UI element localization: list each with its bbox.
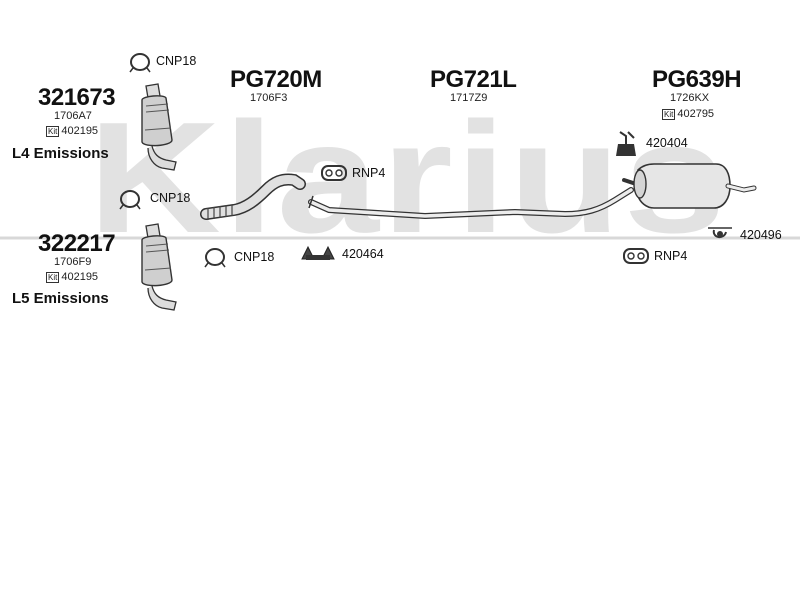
mid-pipe-icon [308, 187, 634, 220]
cat-l5-emission-label: L5 Emissions [12, 290, 109, 307]
mid-pipe-subcode: 1717Z9 [450, 92, 488, 104]
cat-l4-subcode: 1706A7 [54, 110, 92, 122]
cat-l4-kit: Kit 402195 [46, 125, 98, 137]
cat-l5-kit-number: 402195 [61, 271, 99, 283]
rear-box-kit: Kit 402795 [662, 108, 714, 120]
rubber-ring-icon [321, 165, 347, 181]
ring-right-label: RNP4 [654, 249, 688, 263]
front-pipe-subcode: 1706F3 [250, 92, 288, 104]
hanger-tail-label: 420496 [740, 228, 782, 242]
kit-icon: Kit [662, 108, 676, 120]
hanger-icon [708, 227, 732, 238]
rear-box-code: PG639H [652, 66, 742, 93]
rear-box-kit-number: 402795 [677, 108, 715, 120]
mount-rear-label: 420404 [646, 136, 688, 150]
cat-l5-code: 322217 [38, 230, 116, 257]
front-pipe-code: PG720M [230, 66, 322, 93]
cat-l4-kit-number: 402195 [61, 125, 99, 137]
cat-l4-emission-label: L4 Emissions [12, 145, 109, 162]
cat-l4-code: 321673 [38, 84, 116, 111]
cat-l5-subcode: 1706F9 [54, 256, 92, 268]
rear-box-subcode: 1726KX [670, 92, 710, 104]
catalyst-l4-icon [141, 83, 177, 171]
cat-l5-kit: Kit 402195 [46, 271, 98, 283]
mount-middle-label: 420464 [342, 247, 384, 261]
catalyst-l5-icon [141, 223, 177, 311]
rubber-ring-icon [623, 248, 649, 264]
clamp-icon [119, 190, 141, 210]
kit-icon: Kit [46, 125, 60, 137]
mid-pipe-code: PG721L [430, 66, 517, 93]
mounting-bracket-icon [301, 245, 335, 260]
ring-top-label: RNP4 [352, 166, 386, 180]
kit-icon: Kit [46, 271, 60, 283]
rear-silencer-icon [622, 163, 757, 209]
front-pipe-icon [200, 173, 306, 220]
rubber-mount-icon [616, 131, 636, 156]
clamp-icon [129, 53, 151, 73]
clamp-mid-label: CNP18 [150, 191, 191, 205]
clamp-low-label: CNP18 [234, 250, 275, 264]
clamp-icon [204, 248, 226, 268]
clamp-top-label: CNP18 [156, 54, 197, 68]
